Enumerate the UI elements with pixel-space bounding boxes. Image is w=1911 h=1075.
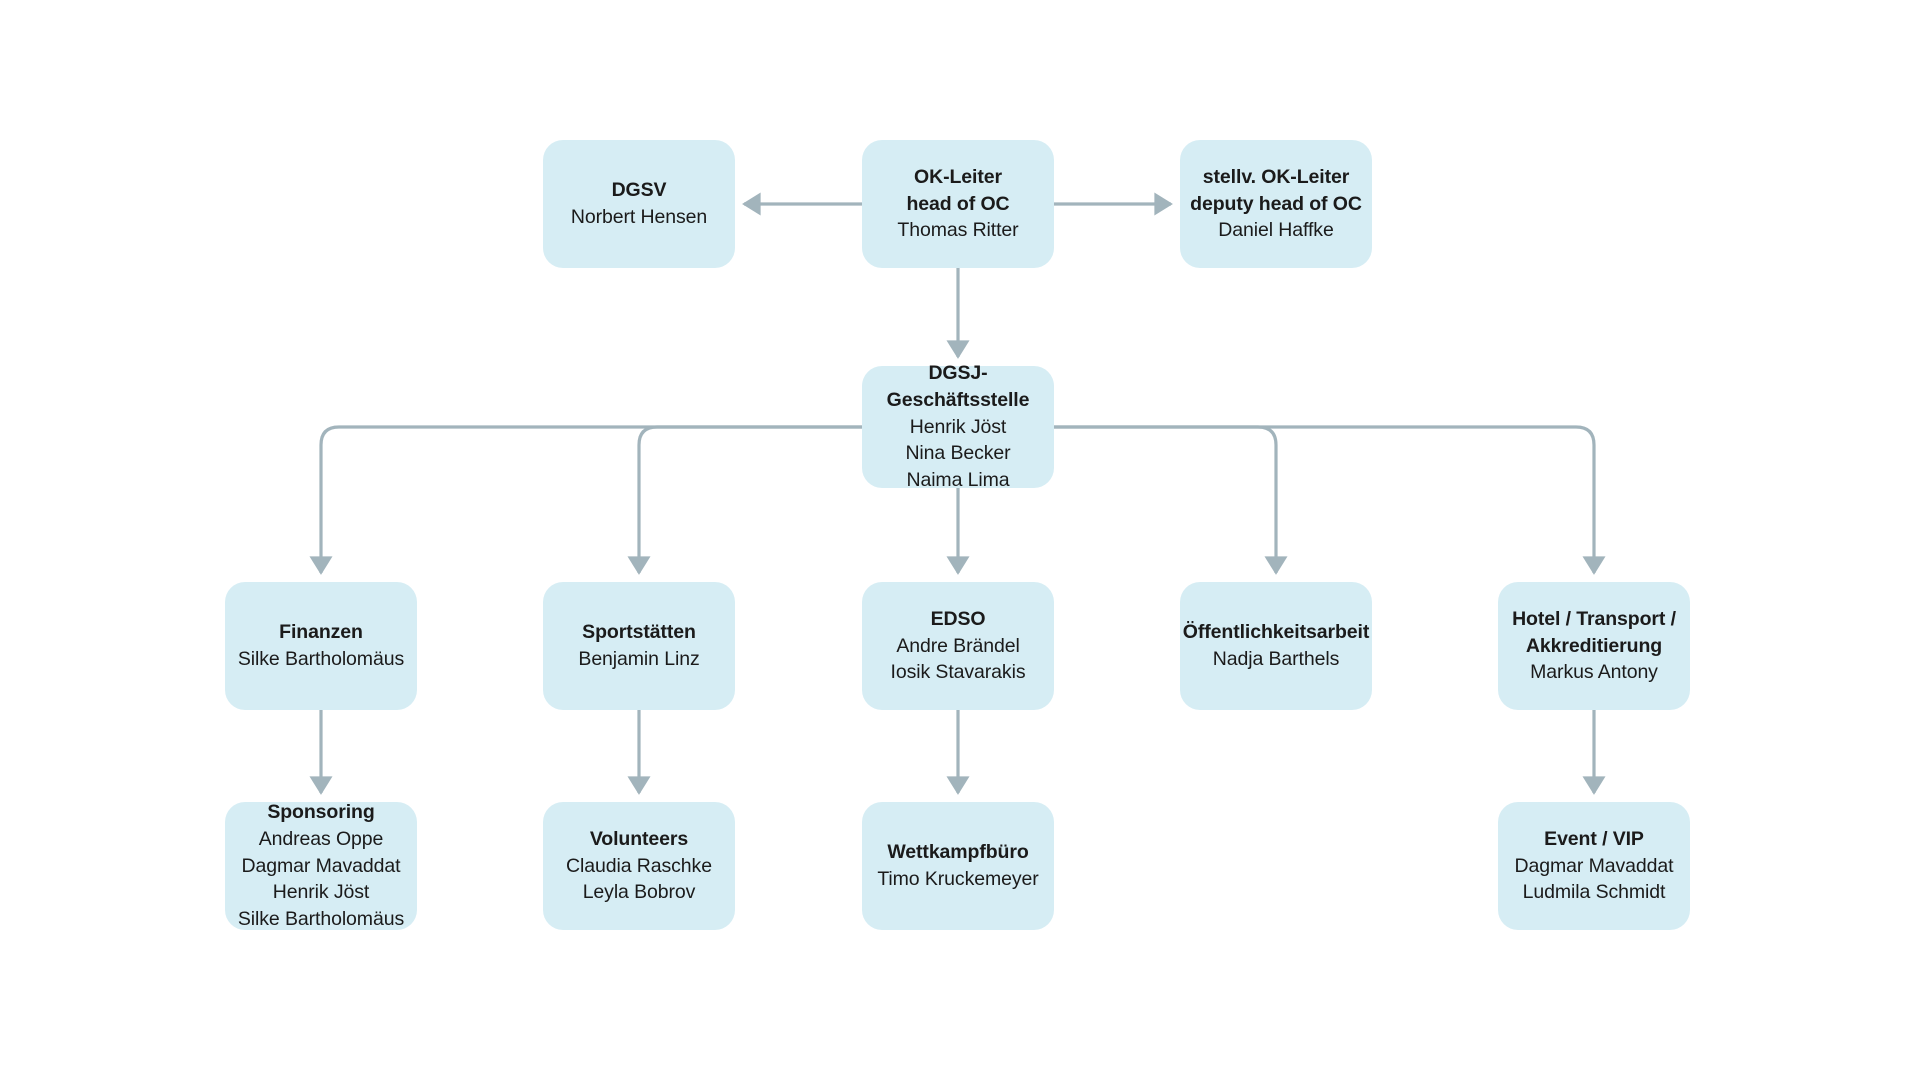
org-node-dgsv[interactable]: DGSV Norbert Hensen	[543, 140, 735, 268]
org-node-title: deputy head of OC	[1190, 192, 1362, 215]
org-node-title: head of OC	[906, 192, 1010, 215]
org-node-person: Andreas Oppe	[258, 827, 384, 850]
org-node-title: DGSJ-Geschäftsstelle	[886, 361, 1030, 411]
org-node-person: Thomas Ritter	[897, 219, 1019, 242]
org-node-title: Akkreditierung	[1525, 634, 1663, 657]
org-node-title: Öffentlichkeitsarbeit	[1182, 621, 1370, 644]
org-node-title: Hotel / Transport /	[1512, 607, 1676, 630]
org-node-person: Henrik Jöst	[909, 415, 1007, 438]
org-node-person: Dagmar Mavaddat	[241, 854, 401, 877]
org-node-title: Finanzen	[279, 621, 363, 644]
connector-gs-to-finanzen	[309, 425, 862, 575]
org-node-person: Daniel Haffke	[1218, 219, 1334, 242]
org-node-person: Silke Bartholomäus	[237, 648, 405, 670]
org-node-title: DGSV	[611, 179, 667, 202]
org-node-title: Sportstätten	[582, 621, 696, 644]
org-node-person: Nina Becker	[905, 442, 1011, 465]
org-node-person: Benjamin Linz	[578, 648, 700, 670]
org-node-person: Dagmar Mavaddat	[1514, 854, 1674, 877]
org-node-person: Nadja Barthels	[1212, 648, 1340, 670]
org-node-title: stellv. OK-Leiter	[1202, 165, 1350, 188]
org-node-person: Timo Kruckemeyer	[877, 868, 1039, 890]
org-node-person: Henrik Jöst	[272, 881, 370, 904]
org-node-ok-leiter[interactable]: OK-Leiter head of OC Thomas Ritter	[862, 140, 1054, 268]
org-node-person: Iosik Stavarakis	[890, 661, 1026, 684]
connector-gs-to-hotel	[1054, 425, 1606, 575]
org-node-title: EDSO	[930, 607, 986, 630]
org-node-title: Volunteers	[589, 827, 689, 850]
org-node-stellv-ok-leiter[interactable]: stellv. OK-Leiter deputy head of OC Daniel…	[1180, 140, 1372, 268]
org-node-person: Claudia Raschke	[566, 854, 712, 877]
connector-gs-to-sportstaetten	[627, 425, 862, 575]
org-node-person: Silke Bartholomäus	[237, 908, 405, 931]
org-node-person: Naima Lima	[906, 469, 1010, 492]
org-node-title: Event / VIP	[1544, 827, 1644, 850]
org-node-title: Sponsoring	[267, 800, 375, 823]
org-node-person: Markus Antony	[1530, 661, 1658, 684]
org-node-title: Wettkampfbüro	[887, 841, 1029, 864]
org-node-person: Ludmila Schmidt	[1522, 881, 1666, 904]
connector-gs-to-oeffentlichkeitsarbeit	[1054, 425, 1288, 575]
org-node-title: OK-Leiter	[914, 165, 1002, 188]
org-node-person: Andre Brändel	[896, 634, 1020, 657]
org-node-person: Leyla Bobrov	[582, 881, 696, 904]
org-node-person: Norbert Hensen	[570, 206, 708, 228]
